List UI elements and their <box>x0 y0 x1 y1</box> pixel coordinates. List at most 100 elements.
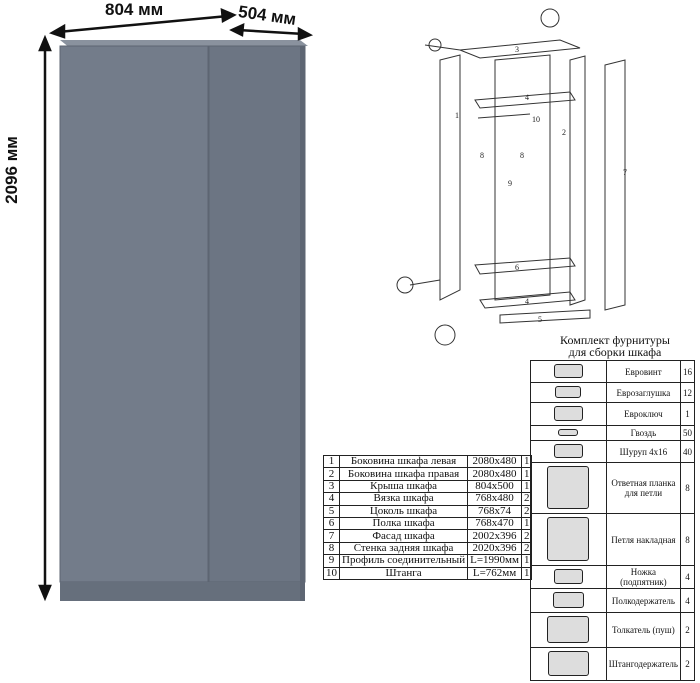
part-n: 8 <box>323 541 340 556</box>
part-label: 4 <box>525 93 529 102</box>
part-size: 2002x396 <box>467 529 522 543</box>
part-name: Стенка задняя шкафа <box>338 541 469 556</box>
hinge-plate-icon <box>547 465 590 509</box>
hardware-name: Толкатель (пуш) <box>605 612 682 648</box>
hardware-title-line: Комплект фурнитуры <box>560 333 670 347</box>
part-n: 2 <box>323 467 340 481</box>
hardware-qty: 12 <box>680 382 695 403</box>
height-dimension: 2096 мм <box>1 136 21 204</box>
hardware-qty: 50 <box>680 425 695 441</box>
part-n: 4 <box>323 492 340 506</box>
part-size: 768x470 <box>467 516 522 531</box>
hardware-title: Комплект фурнитуры для сборки шкафа <box>540 334 690 358</box>
part-label: 4 <box>525 297 529 306</box>
part-label: 5 <box>538 315 542 324</box>
screw-icon <box>554 443 583 458</box>
shelf-pin-icon <box>552 591 584 608</box>
part-label: 7 <box>623 168 627 177</box>
cabinet-plinth <box>60 582 305 601</box>
hardware-qty: 8 <box>680 462 695 514</box>
part-n: 6 <box>323 516 340 531</box>
foot-icon <box>553 568 584 584</box>
part-n: 10 <box>323 566 340 580</box>
part-label: 1 <box>455 111 459 120</box>
hex-key-icon <box>553 405 584 421</box>
width-dimension: 804 мм <box>105 0 164 19</box>
hardware-name: Евроключ <box>605 402 682 426</box>
part-name: Крыша шкафа <box>338 479 469 494</box>
part-label: 6 <box>515 263 519 272</box>
part-size: 2020x396 <box>467 541 522 556</box>
part-label: 8 <box>480 151 484 160</box>
hardware-qty: 1 <box>680 402 695 426</box>
hardware-name: Ножка (подпятник) <box>605 565 682 589</box>
part-n: 3 <box>323 479 340 494</box>
part-size: L=1990мм <box>467 554 522 568</box>
part-label: 2 <box>562 128 566 137</box>
hardware-name: Шуруп 4х16 <box>605 440 682 463</box>
euro-screw-icon <box>554 363 583 378</box>
part-label: 3 <box>515 45 519 54</box>
hardware-qty: 4 <box>680 588 695 613</box>
euro-cap-icon <box>555 385 582 398</box>
rail-holder-icon <box>547 650 590 676</box>
hardware-name: Гвоздь <box>605 425 682 441</box>
push-latch-icon <box>547 615 590 643</box>
cabinet-door-right <box>208 45 306 583</box>
part-name: Боковина шкафа левая <box>338 454 469 469</box>
hardware-name: Петля накладная <box>605 513 682 566</box>
part-size: 804x500 <box>467 479 522 494</box>
cabinet-illustration <box>38 8 314 602</box>
part-n: 7 <box>323 529 340 543</box>
hardware-qty: 2 <box>680 647 695 681</box>
hardware-title-line: для сборки шкафа <box>568 345 662 359</box>
hardware-qty: 2 <box>680 612 695 648</box>
part-label: 10 <box>532 115 540 124</box>
part-name: Боковина шкафа правая <box>338 467 469 481</box>
part-n: 5 <box>323 504 340 518</box>
part-name: Цоколь шкафа <box>338 504 469 518</box>
part-label: 8 <box>520 151 524 160</box>
hardware-name: Штангодержатель <box>605 647 682 681</box>
dimension-arrows <box>38 8 314 602</box>
part-name: Штанга <box>338 566 469 580</box>
part-name: Полка шкафа <box>338 516 469 531</box>
part-size: 768x74 <box>467 504 522 518</box>
part-name: Профиль соединительный <box>338 554 469 568</box>
table-row: Толкатель (пуш)2 <box>530 612 695 648</box>
hardware-qty: 8 <box>680 513 695 566</box>
hinge-icon <box>547 516 590 561</box>
table-row: Ножка (подпятник)4 <box>530 565 695 589</box>
hardware-name: Полкодержатель <box>605 588 682 613</box>
part-size: L=762мм <box>467 566 522 580</box>
hardware-qty: 40 <box>680 440 695 463</box>
part-name: Фасад шкафа <box>338 529 469 543</box>
hardware-qty: 16 <box>680 360 695 383</box>
part-size: 768x480 <box>467 492 522 506</box>
part-name: Вязка шкафа <box>338 492 469 506</box>
hardware-name: Евровинт <box>605 360 682 383</box>
part-n: 1 <box>323 454 340 469</box>
part-size: 2080x480 <box>467 467 522 481</box>
assembly-diagram: 1 2 3 4 4 5 6 7 8 8 9 10 <box>396 8 627 346</box>
nail-icon <box>558 429 579 436</box>
